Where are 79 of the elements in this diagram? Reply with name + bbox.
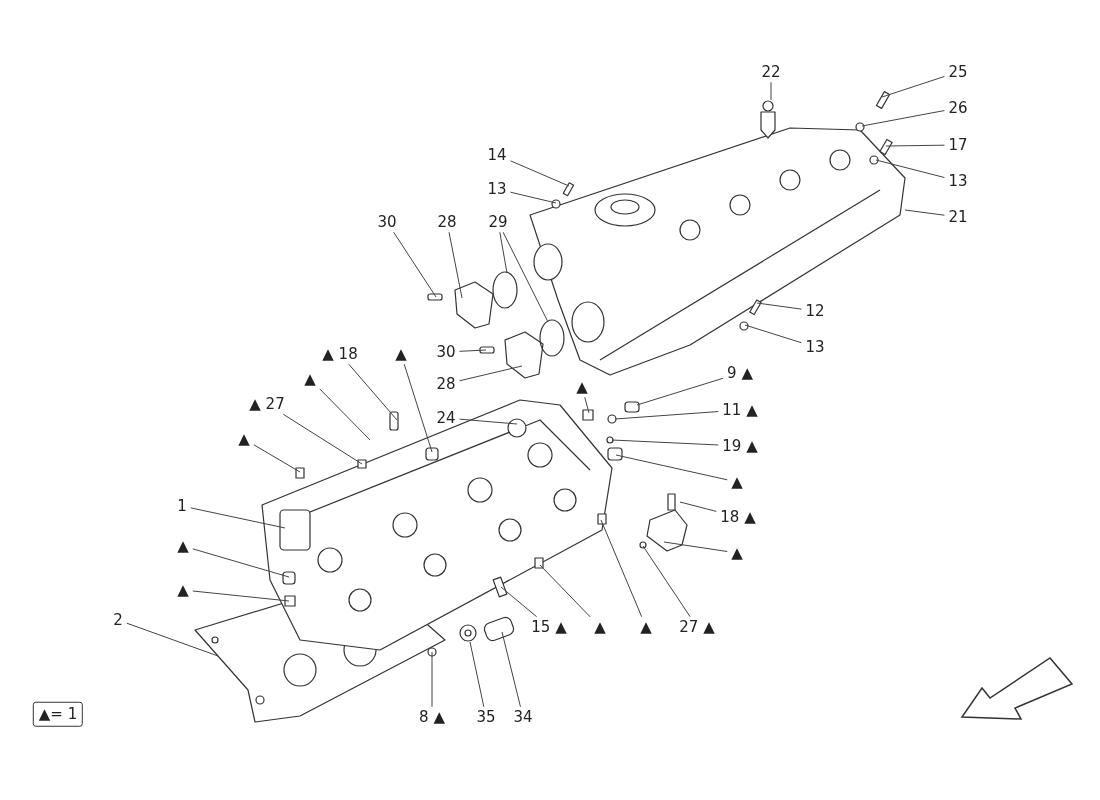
leader-line xyxy=(636,377,724,406)
callout-number: 8 ▲ xyxy=(417,707,447,727)
callout-number: ▲ xyxy=(574,377,590,397)
callout-number: 25 xyxy=(946,62,970,82)
callout-number: 24 xyxy=(434,408,458,428)
leader-line xyxy=(448,231,463,299)
callout-number: ▲ xyxy=(302,369,318,389)
leader-line xyxy=(459,365,523,382)
callout-number: 30 xyxy=(434,342,458,362)
callout-number: 30 xyxy=(375,212,399,232)
leader-line xyxy=(469,641,485,708)
leader-line xyxy=(744,324,802,344)
leader-line xyxy=(861,110,945,127)
callout-number: ▲ xyxy=(393,344,409,364)
leader-line xyxy=(611,439,719,446)
callout-number: 14 xyxy=(485,145,509,165)
leader-line xyxy=(126,622,219,657)
leader-line xyxy=(615,454,728,481)
leader-line xyxy=(431,651,433,708)
callout-number: 12 xyxy=(803,301,827,321)
callout-number: 21 xyxy=(946,207,970,227)
callout-number: 17 xyxy=(946,135,970,155)
callout-number: 29 xyxy=(486,212,510,232)
callout-number: 15 ▲ xyxy=(529,617,569,637)
callout-number: 28 xyxy=(435,212,459,232)
leader-line xyxy=(614,411,719,420)
callout-number: 13 xyxy=(803,337,827,357)
leader-line xyxy=(539,564,591,618)
callout-number: ▲ xyxy=(729,543,745,563)
leader-line xyxy=(600,519,643,618)
leader-line xyxy=(663,541,728,553)
callout-number: ▲ xyxy=(729,472,745,492)
leader-line xyxy=(875,159,945,179)
leader-line xyxy=(319,388,371,441)
leader-line xyxy=(770,81,772,101)
leader-line xyxy=(904,209,945,216)
callout-number: ▲ xyxy=(175,536,191,556)
leader-line xyxy=(192,590,290,602)
callout-number: ▲ xyxy=(236,429,252,449)
leader-line xyxy=(459,349,487,352)
callout-number: 18 ▲ xyxy=(718,507,758,527)
leader-line xyxy=(499,231,508,274)
callout-number: 9 ▲ xyxy=(725,363,755,383)
leader-line xyxy=(679,501,717,512)
leader-line xyxy=(510,160,570,187)
leader-line xyxy=(502,231,549,323)
callout-number: ▲ 18 xyxy=(320,344,360,364)
callout-number: 34 xyxy=(511,707,535,727)
leader-line xyxy=(756,302,802,310)
leader-line xyxy=(510,191,557,204)
callout-number: ▲ xyxy=(592,617,608,637)
callout-number: ▲ xyxy=(175,580,191,600)
callout-number: ▲ 27 xyxy=(247,394,287,414)
leader-line xyxy=(501,631,521,708)
callout-number: 19 ▲ xyxy=(720,436,760,456)
leader-line xyxy=(584,396,590,414)
leader-line xyxy=(403,363,433,453)
leader-line xyxy=(393,231,437,298)
callout-number: 11 ▲ xyxy=(720,400,760,420)
callout-number: 28 xyxy=(434,374,458,394)
leader-line xyxy=(500,586,538,618)
leader-line xyxy=(881,75,945,98)
leader-line xyxy=(642,545,691,618)
callout-number: 35 xyxy=(474,707,498,727)
leader-line xyxy=(348,363,398,421)
callout-number: 13 xyxy=(946,171,970,191)
leader-line xyxy=(459,418,518,425)
callout-number: 22 xyxy=(759,62,783,82)
callout-number: 1 xyxy=(175,496,189,516)
callout-number: ▲ xyxy=(638,617,654,637)
leader-line xyxy=(282,413,363,465)
leader-line xyxy=(192,548,290,578)
callout-number: 26 xyxy=(946,98,970,118)
callout-number: 2 xyxy=(111,610,125,630)
leader-line xyxy=(253,444,301,473)
leader-line xyxy=(885,144,945,147)
callout-number: 13 xyxy=(485,179,509,199)
callout-number: 27 ▲ xyxy=(677,617,717,637)
leader-line xyxy=(190,507,286,529)
